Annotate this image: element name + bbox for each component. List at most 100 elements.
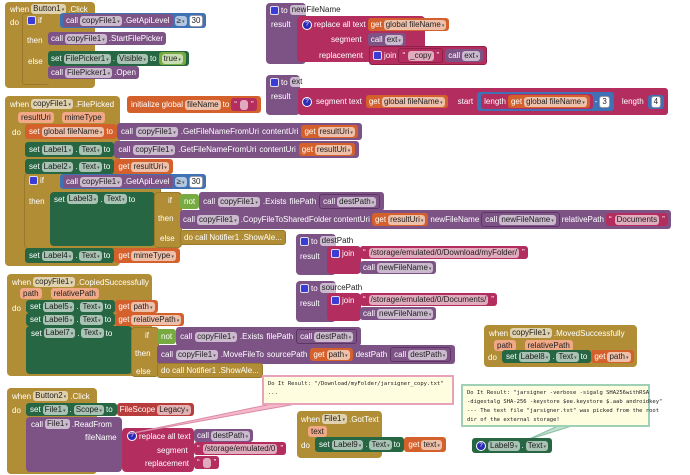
property-dropdown[interactable]: Text [79,144,102,155]
component-dropdown[interactable]: Label5 [42,301,75,312]
component-dropdown[interactable]: Label9 [331,439,364,450]
mutator-gear-icon[interactable] [27,16,36,25]
text-field[interactable]: /storage/emulated/0/Documents/ [368,294,489,305]
variable-dropdown[interactable]: path [131,301,155,312]
param-result-uri[interactable]: resultUri [18,112,54,123]
variable-dropdown[interactable]: global fileName [383,19,447,30]
boolean-dropdown[interactable]: true [161,53,183,64]
component-dropdown[interactable]: Button2 [33,391,69,401]
mutator-gear-icon[interactable] [373,51,383,60]
scope-dropdown[interactable]: Legacy [157,404,191,415]
variable-dropdown[interactable]: resultUri [314,144,353,155]
procedure-name-field[interactable]: newFileName [289,5,343,15]
procedure-name-field[interactable]: ext [289,77,305,87]
component-dropdown[interactable]: File1 [42,404,68,415]
procedure-dropdown[interactable]: destPath [408,349,448,360]
label9-text-getter[interactable]: ?Label9.Text [472,438,552,453]
property-dropdown[interactable]: Scope [73,404,104,415]
text-field[interactable]: _copy [408,50,434,61]
text-field[interactable] [239,99,248,110]
procedure-name-field[interactable]: sourcePath [319,283,365,293]
text-block[interactable]: Documents [605,213,668,226]
component-dropdown[interactable]: Button1 [31,4,67,14]
get-file-name-call[interactable]: callcopyFile1.GetFileNameFromUricontentU… [117,123,362,140]
text-field[interactable]: /storage/emulated/0/Download/myFolder/ [368,247,519,258]
operator-dropdown[interactable]: ≥ [174,176,187,187]
component-dropdown[interactable]: copyFile1 [218,196,260,207]
not-block[interactable]: not [180,194,200,209]
help-icon[interactable]: ? [302,96,312,107]
component-dropdown[interactable]: copyFile1 [176,349,218,360]
component-dropdown[interactable]: File1 [45,419,70,429]
component-dropdown[interactable]: copyFile1 [65,33,107,44]
variable-dropdown[interactable]: resultUri [131,161,169,172]
param-path[interactable]: path [20,288,42,299]
mutator-gear-icon[interactable] [300,283,309,293]
text-field[interactable] [202,457,211,468]
number-field[interactable]: 30 [188,14,204,27]
mutator-gear-icon[interactable] [270,5,279,15]
component-dropdown[interactable]: copyFile1 [510,328,552,338]
if-expression-block[interactable] [131,327,159,377]
property-dropdown[interactable]: Text [80,301,103,312]
collapsed-notifier-call[interactable]: do call Notifier1 .ShowAle... [180,230,286,245]
boolean-block[interactable]: true [158,52,186,65]
param-text[interactable]: text [308,426,327,437]
procedure-dropdown[interactable]: ext [384,34,403,45]
text-block[interactable]: /storage/emulated/0 [194,442,287,455]
text-block[interactable]: _copy [398,48,444,63]
variable-name-field[interactable]: fileName [185,99,221,110]
procedure-dropdown[interactable]: newFileName [499,214,556,225]
param-relative-path[interactable]: relativePath [524,340,573,351]
variable-dropdown[interactable]: text [421,439,442,450]
component-dropdown[interactable]: Label4 [41,250,74,261]
property-dropdown[interactable]: Text [369,439,392,450]
variable-dropdown[interactable]: path [326,349,350,360]
collapsed-notifier-call[interactable]: do call Notifier1 .ShowAle... [157,363,263,378]
mutator-gear-icon[interactable] [270,77,279,87]
property-dropdown[interactable]: Text [556,351,579,362]
help-icon[interactable]: ? [127,431,137,441]
component-dropdown[interactable]: FilePicker1 [63,53,111,64]
component-dropdown[interactable]: Label9 [488,440,520,451]
param-path[interactable]: path [494,340,516,351]
component-dropdown[interactable]: copyFile1 [195,331,237,342]
empty-text-block[interactable] [194,456,220,469]
move-file-call[interactable]: callcopyFile1.MoveFileTosourcePathgetpat… [157,345,456,364]
variable-dropdown[interactable]: global fileName [41,126,105,137]
component-dropdown[interactable]: Label6 [42,314,75,325]
read-from-call[interactable] [26,417,122,472]
variable-dropdown[interactable]: path [607,351,631,362]
do-it-result-comment[interactable]: Do It Result: "/Download/myFolder/jarsig… [262,375,454,405]
property-dropdown[interactable]: Text [79,161,102,172]
